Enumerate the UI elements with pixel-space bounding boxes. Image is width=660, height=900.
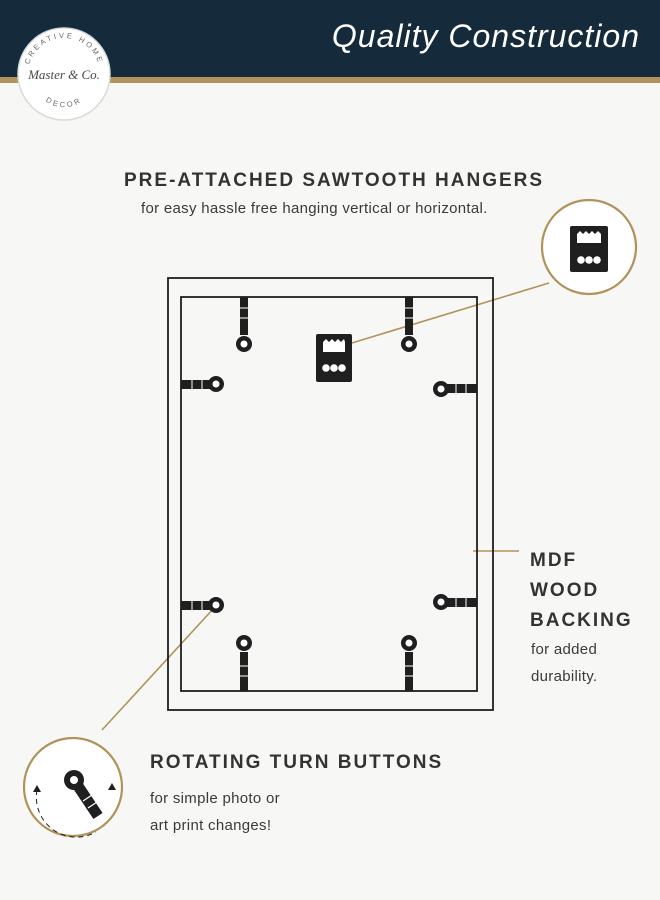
backing-title-line-2: WOOD: [530, 580, 600, 601]
turn-button-lower-left: [181, 597, 224, 613]
turn-button-top-right: [401, 297, 417, 352]
backing-title: MDF WOOD BACKING: [530, 546, 633, 636]
turn-button-bottom-right: [401, 635, 417, 691]
hanger-zoom-callout: [540, 198, 638, 296]
turn-buttons-title: ROTATING TURN BUTTONS: [150, 752, 444, 773]
hangers-subtitle: for easy hassle free hanging vertical or…: [141, 200, 488, 217]
hanger-callout-line: [341, 282, 550, 347]
backing-title-line-1: MDF: [530, 550, 578, 571]
rotation-arrow-right-icon: [108, 783, 116, 790]
backing-subtitle-line-2: durability.: [531, 668, 598, 685]
turn-button-bottom-left: [236, 635, 252, 691]
page-title: Quality Construction: [331, 18, 640, 54]
brand-logo: CREATIVE HOME DECOR Master & Co.: [17, 27, 111, 121]
turn-button-zoom-callout: [22, 736, 124, 838]
turn-button-upper-right: [433, 381, 477, 397]
sawtooth-hanger: [316, 334, 352, 382]
turn-button-callout-line: [101, 607, 215, 731]
hangers-title: PRE-ATTACHED SAWTOOTH HANGERS: [124, 170, 545, 191]
outer-frame: [167, 277, 494, 711]
turn-button-top-left: [236, 297, 252, 352]
turn-buttons-subtitle-line-1: for simple photo or: [150, 790, 280, 807]
backing-subtitle: for added durability.: [531, 636, 597, 690]
sawtooth-hanger-icon: [570, 226, 608, 272]
backing-subtitle-line-1: for added: [531, 641, 598, 658]
rotation-arc-icon: [35, 789, 97, 838]
turn-button-icon: [64, 770, 103, 820]
rotation-arrow-up-icon: [33, 785, 41, 792]
backing-title-line-3: BACKING: [530, 610, 633, 631]
turn-button-lower-right: [433, 594, 477, 610]
logo-script-text: Master & Co.: [27, 67, 100, 82]
turn-buttons-subtitle-line-2: art print changes!: [150, 817, 272, 834]
turn-buttons-subtitle: for simple photo or art print changes!: [150, 785, 280, 839]
mdf-backing-panel: [180, 296, 478, 692]
turn-button-upper-left: [181, 376, 224, 392]
